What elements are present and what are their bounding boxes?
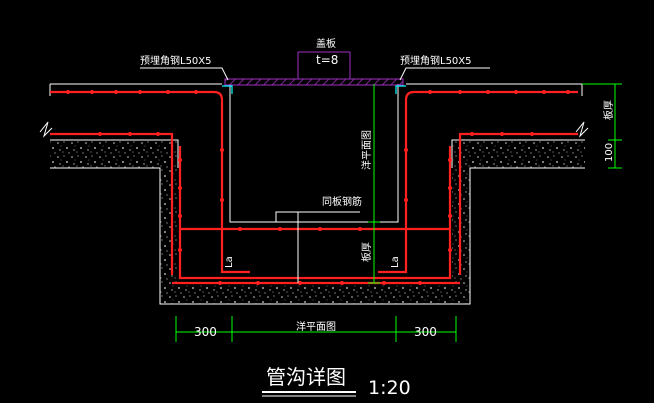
embedded-angles [222, 85, 406, 94]
drawing-title: 管沟详图 [266, 365, 346, 389]
structure-outline [39, 83, 589, 305]
thickness-label: t=8 [316, 53, 338, 67]
cover-plate-label: 盖板 [316, 37, 336, 50]
drawing-scale: 1:20 [368, 377, 411, 399]
dimension-lines [175, 83, 622, 342]
slab-thickness-inner-label: 板厚 [360, 242, 373, 262]
same-rebar-label: 同板钢筋 [322, 195, 362, 208]
dim-mid-label: 洋平面图 [296, 320, 336, 333]
dim-100-label: 100 [604, 143, 615, 162]
rebar-dots [66, 90, 570, 285]
angle-right-label: 预埋角钢L50X5 [400, 54, 472, 67]
dim-300-right: 300 [414, 325, 437, 339]
leader-lines [140, 67, 490, 283]
la-right-label: La [390, 256, 401, 268]
slab-thickness-label: 板厚 [602, 100, 615, 120]
section-left-label: 洋平面图 [360, 130, 373, 170]
dim-300-left: 300 [194, 325, 217, 339]
concrete-body [50, 140, 585, 304]
angle-left-label: 预埋角钢L50X5 [140, 54, 212, 67]
cover-plate [224, 51, 404, 86]
rebar [50, 90, 578, 285]
la-left-label: La [224, 256, 235, 268]
